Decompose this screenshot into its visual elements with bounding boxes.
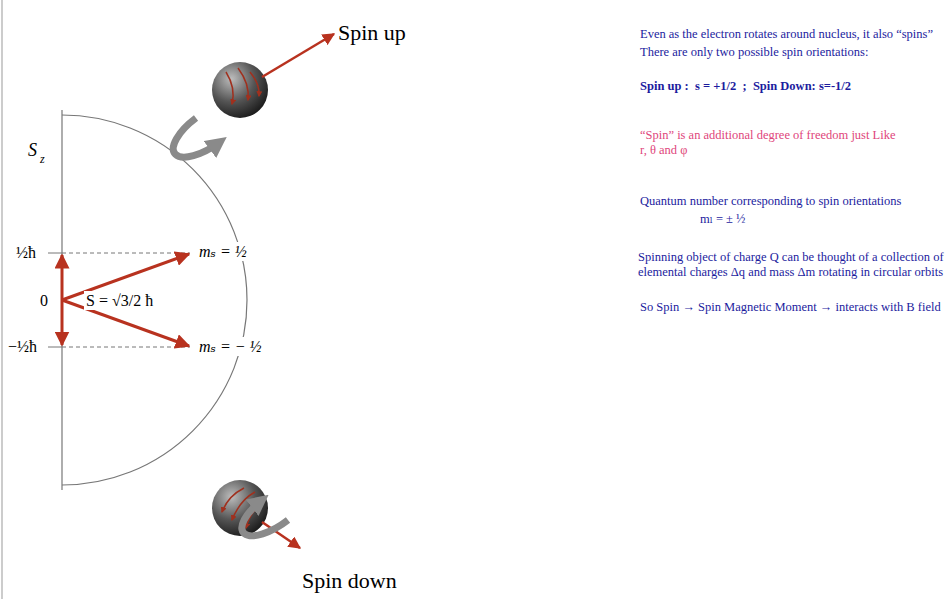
spin-title: Spin down [302, 568, 397, 594]
note-text: Even as the electron rotates around nucl… [640, 27, 933, 42]
tick-label: ½ħ [16, 243, 36, 262]
rotation-line [238, 68, 248, 100]
quantum-number-label: mₗ = ± ½ [700, 212, 745, 227]
sz-down-vector [61, 300, 64, 345]
spin-title: Spin up [338, 20, 406, 46]
quantum-number-label: mₛ = ½ [197, 242, 249, 261]
tick-label: −½ħ [8, 337, 37, 356]
sz-up-vector [61, 255, 64, 300]
spin-down-sphere [212, 480, 300, 548]
tick [48, 253, 62, 254]
note-text: Quantum number corresponding to spin ori… [640, 194, 901, 209]
axis-subscript: z [40, 152, 45, 166]
rotation-arrow [242, 500, 288, 536]
rotation-line [226, 72, 233, 104]
rotation-line [250, 72, 259, 96]
spin-up-sphere [173, 34, 334, 157]
note-text: There are only two possible spin orienta… [640, 45, 868, 60]
rotation-arrow [173, 118, 220, 157]
note-text: Spinning object of charge Q can be thoug… [638, 250, 944, 280]
note-text: “Spin” is an additional degree of freedo… [640, 128, 898, 158]
tick-label: 0 [40, 291, 48, 310]
note-text: So Spin → Spin Magnetic Moment → interac… [640, 300, 941, 315]
axis-label: S [28, 140, 37, 162]
projection-line [62, 253, 190, 254]
projection-line [62, 347, 190, 348]
quantum-number-label: mₛ = − ½ [197, 337, 264, 356]
spin-circle-arc [62, 115, 247, 485]
spin-up-arrow [262, 34, 334, 77]
slide-border [2, 0, 3, 599]
rotation-line [222, 488, 244, 512]
spin-values: Spin up : s = +1/2 ; Spin Down: s=-1/2 [640, 79, 851, 94]
electron-sphere [212, 62, 268, 118]
tick [48, 347, 62, 348]
magnitude-label: S = √3/2 ħ [84, 291, 155, 310]
